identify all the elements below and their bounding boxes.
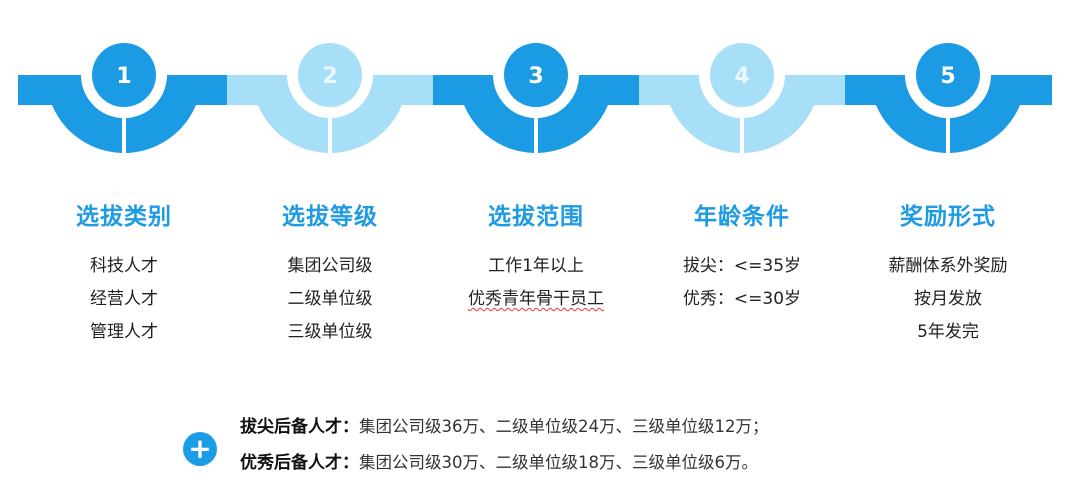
step-lines: 工作1年以上优秀青年骨干员工 bbox=[436, 250, 636, 316]
step-line-text: 工作1年以上 bbox=[488, 256, 584, 276]
step-line: 二级单位级 bbox=[230, 283, 430, 316]
step-lines: 拔尖：<=35岁优秀：<=30岁 bbox=[642, 250, 842, 316]
step-title: 选拔类别 bbox=[76, 204, 172, 230]
step-line: 拔尖：<=35岁 bbox=[642, 250, 842, 283]
step-column-2: 选拔等级集团公司级二级单位级三级单位级 bbox=[230, 200, 430, 349]
step-line: 优秀：<=30岁 bbox=[642, 283, 842, 316]
step-line-text: 科技人才 bbox=[90, 256, 158, 276]
step-column-3: 选拔范围工作1年以上优秀青年骨干员工 bbox=[436, 200, 636, 316]
note-bottom-text: 集团公司级30万、二级单位级18万、三级单位级6万。 bbox=[359, 453, 758, 472]
step-line: 按月发放 bbox=[848, 283, 1048, 316]
note-bottom-label: 优秀后备人才： bbox=[240, 453, 359, 473]
step-line-text: 优秀：<=30岁 bbox=[682, 289, 802, 309]
step-title: 选拔等级 bbox=[282, 204, 378, 230]
step-number: 5 bbox=[940, 64, 955, 89]
step-title: 年龄条件 bbox=[694, 204, 790, 230]
step-line: 科技人才 bbox=[24, 250, 224, 283]
step-line-text: 经营人才 bbox=[90, 289, 158, 309]
arc-left bbox=[458, 75, 534, 153]
step-number: 4 bbox=[734, 64, 749, 89]
step-column-5: 奖励形式薪酬体系外奖励按月发放 5年发完 bbox=[848, 200, 1048, 349]
step-number: 3 bbox=[528, 64, 543, 89]
step-circle bbox=[710, 43, 774, 107]
note-top: 拔尖后备人才：集团公司级36万、二级单位级24万、三级单位级12万； bbox=[240, 412, 769, 437]
arc-divider bbox=[946, 118, 950, 153]
arc-divider bbox=[534, 118, 538, 153]
step-line: 5年发完 bbox=[848, 316, 1048, 349]
step-lines: 科技人才经营人才管理人才 bbox=[24, 250, 224, 349]
arc-right bbox=[538, 75, 614, 153]
step-circle bbox=[298, 43, 362, 107]
step-circle bbox=[92, 43, 156, 107]
plus-icon: + bbox=[183, 432, 217, 466]
step-line: 薪酬体系外奖励 bbox=[848, 250, 1048, 283]
step-line-text: 按月发放 bbox=[914, 289, 982, 309]
arc-left bbox=[664, 75, 740, 153]
step-column-4: 年龄条件拔尖：<=35岁优秀：<=30岁 bbox=[642, 200, 842, 316]
step-line: 经营人才 bbox=[24, 283, 224, 316]
step-line-text: 二级单位级 bbox=[287, 289, 373, 309]
note-top-label: 拔尖后备人才： bbox=[240, 417, 359, 437]
step-lines: 集团公司级二级单位级三级单位级 bbox=[230, 250, 430, 349]
arc-right bbox=[950, 75, 1026, 153]
step-number: 2 bbox=[322, 64, 337, 89]
step-line: 三级单位级 bbox=[230, 316, 430, 349]
steps-graphic: 1 2 3 4 5 bbox=[18, 32, 1052, 153]
step-line: 集团公司级 bbox=[230, 250, 430, 283]
arc-right bbox=[126, 75, 202, 153]
step-line-text: 集团公司级 bbox=[287, 256, 373, 276]
step-line-text: 三级单位级 bbox=[287, 322, 373, 342]
step-line: 管理人才 bbox=[24, 316, 224, 349]
step-circle bbox=[916, 43, 980, 107]
step-line: 优秀青年骨干员工 bbox=[436, 283, 636, 316]
note-bottom: 优秀后备人才：集团公司级30万、二级单位级18万、三级单位级6万。 bbox=[240, 448, 758, 473]
arc-divider bbox=[328, 118, 332, 153]
step-line-text: 5年发完 bbox=[917, 322, 979, 342]
step-circle bbox=[504, 43, 568, 107]
step-line-text: 薪酬体系外奖励 bbox=[888, 256, 1008, 276]
step-lines: 薪酬体系外奖励按月发放 5年发完 bbox=[848, 250, 1048, 349]
step-number: 1 bbox=[116, 64, 131, 89]
arc-right bbox=[744, 75, 820, 153]
step-line-text: 管理人才 bbox=[90, 322, 158, 342]
arc-right bbox=[332, 75, 408, 153]
step-title: 选拔范围 bbox=[488, 204, 584, 230]
arc-left bbox=[45, 75, 122, 153]
arc-divider bbox=[122, 118, 126, 153]
step-title: 奖励形式 bbox=[900, 204, 996, 230]
arc-left bbox=[251, 75, 328, 153]
step-line: 工作1年以上 bbox=[436, 250, 636, 283]
step-line-text: 拔尖：<=35岁 bbox=[682, 256, 802, 276]
arc-divider bbox=[740, 118, 744, 153]
step-line-text: 优秀青年骨干员工 bbox=[468, 289, 604, 309]
arc-left bbox=[869, 75, 946, 153]
note-top-text: 集团公司级36万、二级单位级24万、三级单位级12万； bbox=[359, 417, 769, 436]
step-column-1: 选拔类别科技人才经营人才管理人才 bbox=[24, 200, 224, 349]
